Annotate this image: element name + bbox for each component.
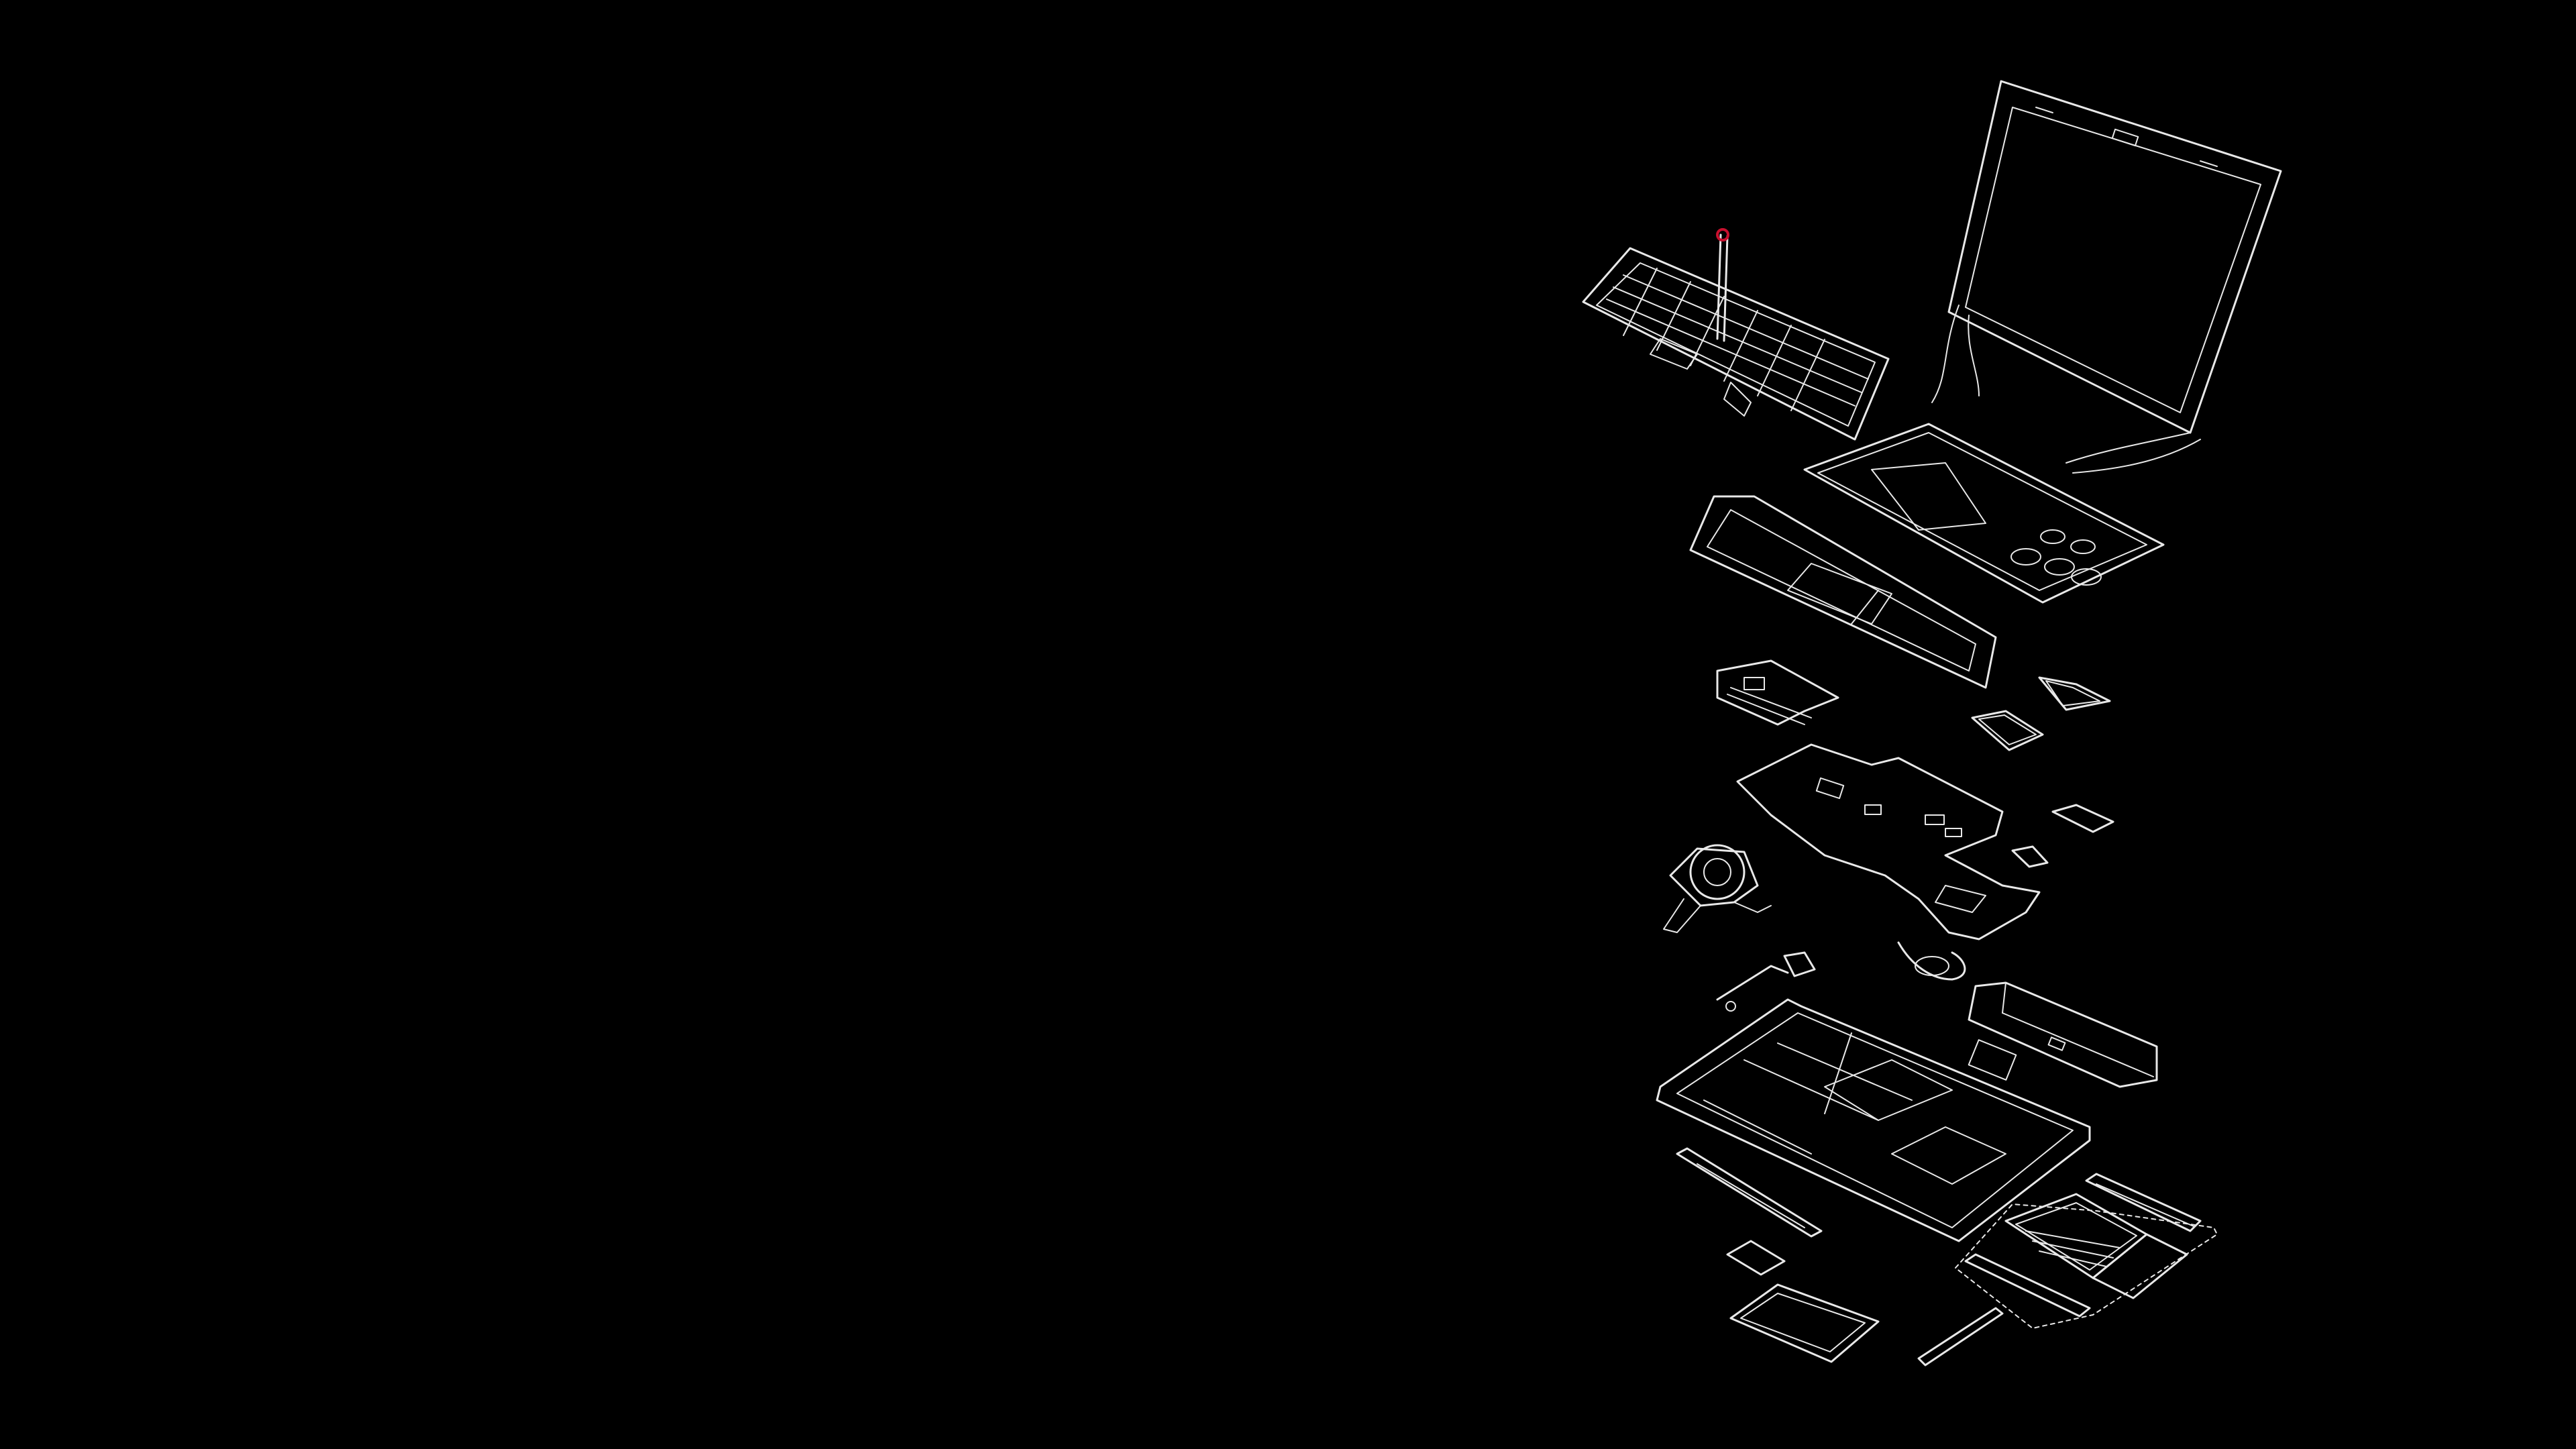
cooling-fan-heatsink xyxy=(1663,844,1772,933)
memory-card xyxy=(2051,804,2114,833)
battery-pack xyxy=(1968,981,2158,1088)
dc-in-jack-cable xyxy=(1716,951,1816,1012)
wireless-card-1 xyxy=(2038,676,2111,711)
bottom-access-cover xyxy=(1729,1283,1880,1363)
keyboard-module xyxy=(1582,233,1890,441)
bluetooth-card xyxy=(1726,1240,1786,1276)
small-connector xyxy=(2011,845,2049,868)
palmrest-assembly xyxy=(1689,495,1997,689)
io-daughter-board xyxy=(1716,659,1839,726)
base-chassis xyxy=(1656,998,2091,1242)
wireless-card-2 xyxy=(1971,710,2044,751)
laptop-display-lid xyxy=(1931,80,2282,474)
trackpoint-red-cap xyxy=(1716,228,1729,241)
system-board xyxy=(1736,743,2041,941)
hinge-cover xyxy=(1917,1307,2004,1366)
antenna-bar xyxy=(1676,1147,1823,1238)
hard-drive-assembly xyxy=(1955,1173,2218,1329)
keyboard-bezel-frame xyxy=(1803,423,2165,604)
speaker-cable-assembly xyxy=(1897,941,1966,981)
